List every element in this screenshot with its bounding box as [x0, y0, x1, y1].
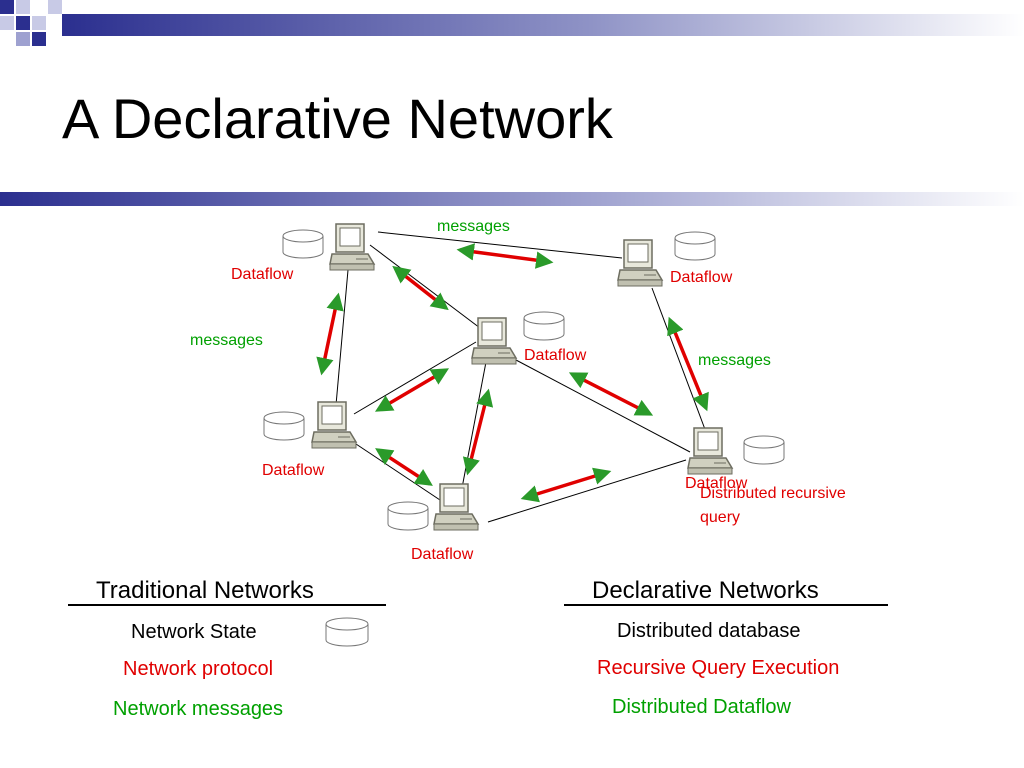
corner-squares [0, 0, 62, 46]
traditional-item-protocol: Network protocol [123, 658, 274, 680]
declarative-heading: Declarative Networks [592, 577, 819, 604]
node-label-dataflow: Dataflow [411, 546, 474, 563]
computer-icon [471, 317, 517, 365]
database-icon [743, 435, 785, 465]
arrow-b-f [667, 316, 709, 412]
protocol-arrows [316, 243, 709, 503]
slide-title: A Declarative Network [62, 87, 613, 150]
arrow-e-f [520, 467, 612, 503]
arrow-a-c [392, 265, 449, 311]
arrow-c-d [374, 368, 450, 412]
header-bar-bottom [0, 192, 1024, 206]
note-line-1: Distributed recursive [700, 485, 846, 502]
traditional-heading: Traditional Networks [96, 577, 314, 604]
node-label-dataflow: Dataflow [231, 266, 294, 283]
traditional-item-state: Network State [131, 621, 257, 643]
message-label: messages [437, 218, 510, 235]
header-bar-top [62, 14, 1024, 36]
computer-icon [433, 483, 479, 531]
declarative-rule [564, 604, 888, 606]
message-label: messages [698, 352, 771, 369]
note-line-2: query [700, 509, 741, 526]
declarative-item-dataflow: Distributed Dataflow [612, 696, 791, 718]
node-label-dataflow: Dataflow [524, 347, 587, 364]
database-icon [674, 231, 716, 261]
slide-header-decoration [0, 0, 1024, 206]
database-icon [282, 229, 324, 259]
arrow-c-e [462, 388, 494, 476]
database-icon [325, 617, 369, 647]
node-label-dataflow: Dataflow [262, 462, 325, 479]
database-icon [387, 501, 429, 531]
computer-icon [329, 223, 375, 271]
arrow-top [456, 243, 554, 269]
traditional-item-messages: Network messages [113, 698, 284, 720]
declarative-item-database: Distributed database [617, 620, 801, 642]
computer-icon [687, 427, 733, 475]
database-icon [523, 311, 565, 341]
arrow-d-e [375, 448, 433, 486]
message-label: messages [190, 332, 263, 349]
traditional-rule [68, 604, 386, 606]
computer-icon [617, 239, 663, 287]
arrow-c-f [568, 372, 654, 416]
declarative-item-recursive-query: Recursive Query Execution [597, 657, 840, 679]
arrow-a-d [316, 292, 344, 376]
node-label-dataflow: Dataflow [685, 475, 748, 492]
node-label-dataflow: Dataflow [670, 269, 733, 286]
computer-icon [311, 401, 357, 449]
database-icon [263, 411, 305, 441]
